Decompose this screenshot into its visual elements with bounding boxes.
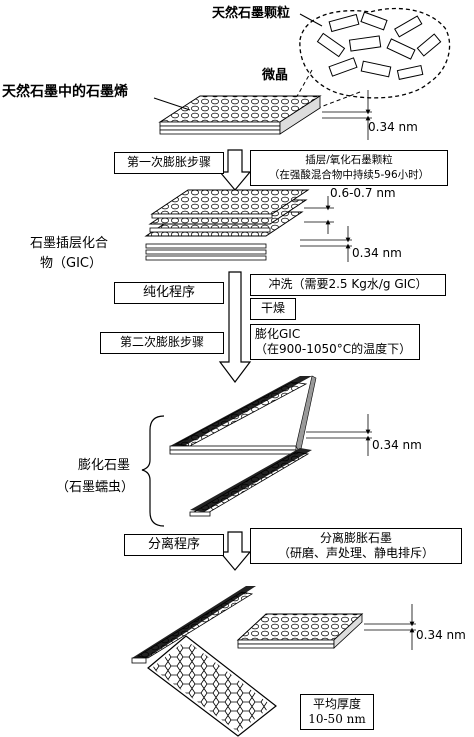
note-thickness: 平均厚度 10-50 nm — [300, 694, 374, 730]
note-expand-gic-line1: 膨化GIC — [255, 327, 301, 341]
step-first-expansion: 第一次膨胀步骤 — [114, 152, 224, 174]
note-separate-line2: （研磨、声处理、静电排斥） — [277, 546, 434, 560]
step-purification: 纯化程序 — [114, 282, 224, 304]
dimension-label: 0.34 nm — [352, 246, 402, 260]
note-intercalation: 插层/氧化石墨颗粒 （在强酸混合物中持续5-96小时） — [250, 150, 448, 186]
process-arrow — [218, 271, 252, 383]
dimension-label: 0.34 nm — [368, 120, 418, 134]
gic-label-line1: 石墨插层化合 — [30, 236, 109, 251]
microcrystal-label: 微晶 — [262, 68, 289, 83]
process-arrow — [218, 531, 252, 571]
step-separation: 分离程序 — [124, 534, 224, 556]
note-intercalation-line1: 插层/氧化石墨颗粒 — [305, 154, 393, 166]
dimension-label: 0.34 nm — [372, 438, 422, 452]
note-expand-gic-line2: （在900-1050°C的温度下） — [255, 342, 412, 356]
expanded-label-line1: 膨化石墨 — [78, 458, 131, 473]
expanded-label-line2: （石墨蠕虫） — [56, 480, 135, 495]
graphene-platelets — [131, 586, 416, 737]
note-thickness-line1: 平均厚度 — [312, 697, 361, 711]
step-second-expansion: 第二次膨胀步骤 — [100, 332, 224, 354]
note-expand-gic: 膨化GIC （在900-1050°C的温度下） — [250, 324, 420, 360]
dimension-label: 0.6-0.7 nm — [330, 186, 396, 200]
note-thickness-line2: 10-50 nm — [308, 712, 366, 726]
note-separate: 分离膨胀石墨 （研磨、声处理、静电排斥） — [250, 528, 462, 564]
natural-particle-label: 天然石墨颗粒 — [212, 6, 291, 21]
note-intercalation-line2: （在强酸混合物中持续5-96小时） — [268, 169, 430, 181]
graphene-in-graphite-label: 天然石墨中的石墨烯 — [2, 84, 128, 100]
gic-label-line2: 物（GIC） — [40, 256, 102, 271]
note-separate-line1: 分离膨胀石墨 — [319, 531, 392, 545]
expanded-graphite — [141, 375, 372, 527]
process-arrow — [218, 149, 252, 191]
note-rinse: 冲洗（需要2.5 Kg水/g GIC） — [250, 274, 446, 296]
gic-stack — [144, 189, 352, 262]
graphite-stack — [153, 90, 372, 140]
graphite-particle — [291, 7, 451, 109]
note-dry: 干燥 — [250, 298, 296, 320]
dimension-label: 0.34 nm — [416, 628, 466, 642]
